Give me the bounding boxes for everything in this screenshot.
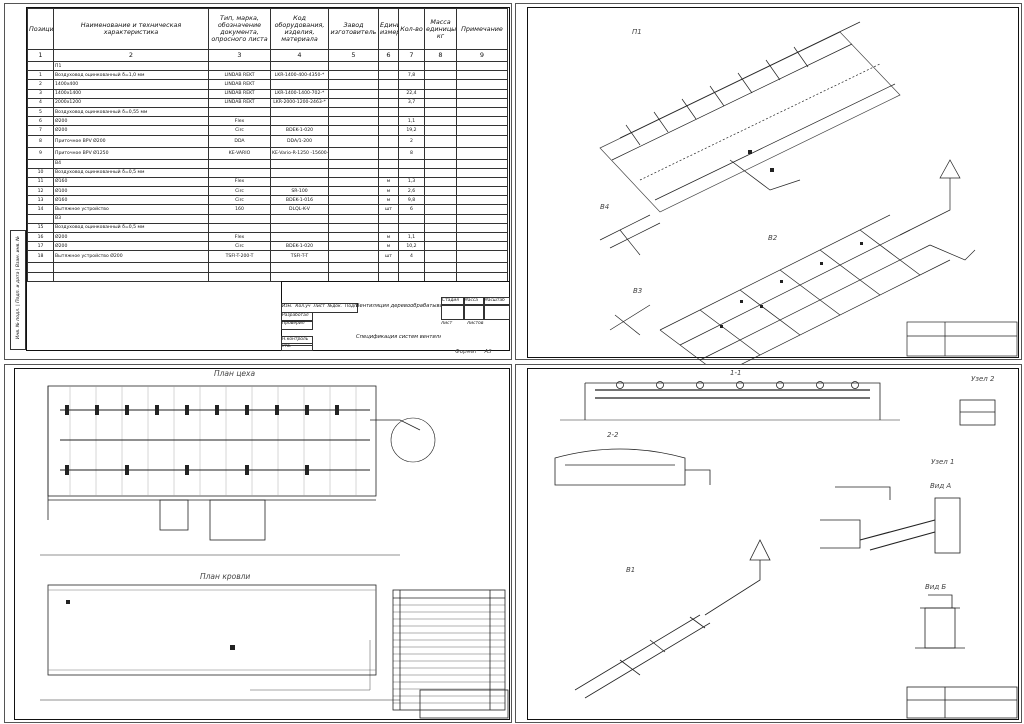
sheet-plans	[4, 364, 512, 723]
stamp-subtitle: Спецификация систем вентиляции	[356, 334, 441, 340]
stamp-norm: Н.контроль	[281, 336, 313, 346]
spec-row: В3	[27, 213, 508, 224]
node-label-2: Узел 2	[971, 375, 995, 383]
section-label-2-2: 2-2	[607, 431, 619, 439]
spec-cell	[456, 241, 508, 252]
spec-cell	[456, 186, 508, 197]
spec-cell	[456, 213, 508, 224]
node-label-1: Узел 1	[931, 458, 955, 466]
side-strip: Инв. № подл. | Подп. и дата | Взам. инв.…	[10, 230, 26, 350]
spec-cell	[456, 125, 508, 136]
stamp-stage: Стадия	[441, 297, 465, 306]
stamp-sheet: Лист	[441, 321, 453, 326]
stamp-approved: Утв.	[281, 343, 313, 351]
spec-header-cell: Кол-во	[398, 8, 425, 50]
spec-cell	[456, 204, 508, 215]
plan-label-workshop: План цеха	[214, 369, 256, 378]
sheet-sections	[515, 364, 1022, 723]
spec-cell	[456, 158, 508, 169]
stamp-col-header: Кол.уч	[295, 304, 311, 309]
spec-cell	[456, 231, 508, 243]
stamp-developed: Разработал	[281, 312, 313, 322]
scheme-label-v2: В2	[768, 234, 778, 242]
sheet-frame	[14, 368, 510, 720]
plan-label-roof: План кровли	[200, 572, 251, 581]
spec-cell	[456, 176, 508, 188]
spec-cell	[456, 167, 508, 178]
stamp-col-header: Подп.	[345, 304, 358, 309]
scheme-label-v4: В4	[600, 203, 610, 211]
scheme-label-v1: В1	[626, 566, 636, 574]
spec-header-cell: Позиция	[27, 8, 54, 50]
view-label-b: Вид Б	[925, 583, 947, 591]
format-label: Формат А3	[455, 349, 492, 355]
stamp-scale: Масштаб	[483, 297, 510, 306]
spec-header-cell: Масса единицы, кг	[424, 8, 457, 50]
stamp-sheets: Листов	[467, 321, 484, 326]
stamp-title: Вентиляция деревообрабатывающего цеха	[356, 303, 441, 309]
stamp-mass: Масса	[463, 297, 485, 306]
view-label-a: Вид А	[930, 482, 952, 490]
sheet-frame	[527, 368, 1019, 720]
spec-row: В4	[27, 158, 508, 169]
sheet-frame	[527, 7, 1019, 358]
section-label-1-1: 1-1	[730, 369, 742, 377]
sheet-frame	[26, 7, 510, 351]
stamp-col-header: Изм.	[282, 304, 293, 309]
stamp-col-header: №док.	[327, 304, 343, 309]
stamp-checked: Проверил	[281, 320, 313, 330]
stamp-col-header: Лист	[313, 304, 325, 309]
specification-table: ПозицияНаименование и техническая характ…	[27, 8, 508, 282]
scheme-label-p1: П1	[632, 28, 642, 36]
scheme-label-v3: В3	[633, 287, 643, 295]
spec-cell	[456, 222, 508, 234]
spec-cell	[456, 195, 508, 206]
